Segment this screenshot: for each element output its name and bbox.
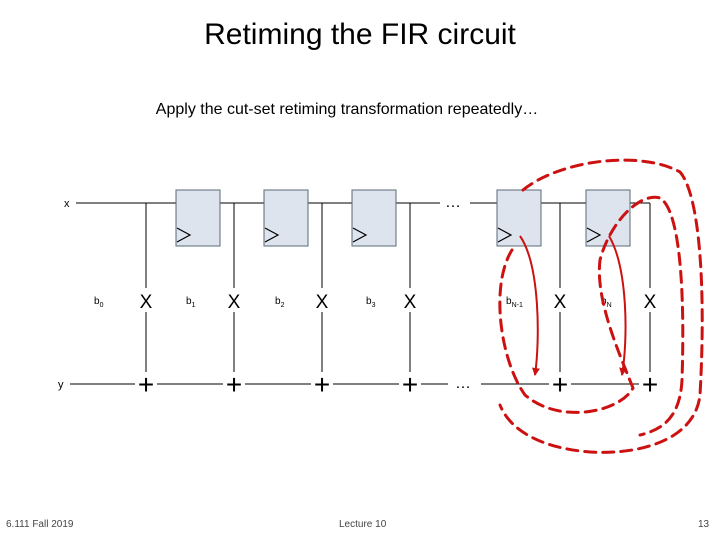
- footer-lecture: Lecture 10: [339, 519, 387, 530]
- multiplier-0: X: [140, 292, 153, 313]
- adder-1: +: [226, 369, 242, 400]
- coef-b2: b2: [275, 296, 285, 309]
- multiplier-1: X: [228, 292, 241, 313]
- cut-set-loop-outer: [498, 158, 704, 454]
- ellipsis-bottom: …: [455, 375, 471, 392]
- register-row: [175, 189, 631, 247]
- retiming-arrow-1: [519, 235, 540, 376]
- adder-n-1: +: [552, 369, 568, 400]
- retiming-annotations: [498, 158, 704, 454]
- ellipsis-top: …: [445, 194, 461, 211]
- footer-page-number: 13: [698, 519, 710, 530]
- register-1: [175, 189, 221, 247]
- coef-b3: b3: [366, 296, 376, 309]
- coef-bn-1: bN-1: [506, 296, 523, 309]
- register-2: [263, 189, 309, 247]
- multipliers: X X X X X X: [140, 292, 657, 313]
- coefficient-labels: b0 b1 b2 b3 bN-1 bN: [94, 296, 612, 309]
- cut-set-loop-inner: [498, 195, 685, 437]
- slide-title: Retiming the FIR circuit: [204, 18, 516, 51]
- coef-b0: b0: [94, 296, 104, 309]
- adder-0: +: [138, 369, 154, 400]
- adder-n: +: [642, 369, 658, 400]
- register-4: [496, 189, 542, 247]
- adders: + + + + + +: [138, 369, 658, 400]
- multiplier-3: X: [404, 292, 417, 313]
- register-5: [585, 189, 631, 247]
- input-label: x: [64, 198, 70, 210]
- adder-3: +: [402, 369, 418, 400]
- multiplier-n-1: X: [554, 292, 567, 313]
- output-label: y: [58, 379, 64, 391]
- adder-2: +: [314, 369, 330, 400]
- register-3: [351, 189, 397, 247]
- product-lines: [145, 312, 651, 372]
- slide-subtitle: Apply the cut-set retiming transformatio…: [155, 101, 539, 118]
- footer-course: 6.111 Fall 2019: [6, 519, 74, 530]
- multiplier-n: X: [644, 292, 657, 313]
- coef-b1: b1: [186, 296, 196, 309]
- multiplier-2: X: [316, 292, 329, 313]
